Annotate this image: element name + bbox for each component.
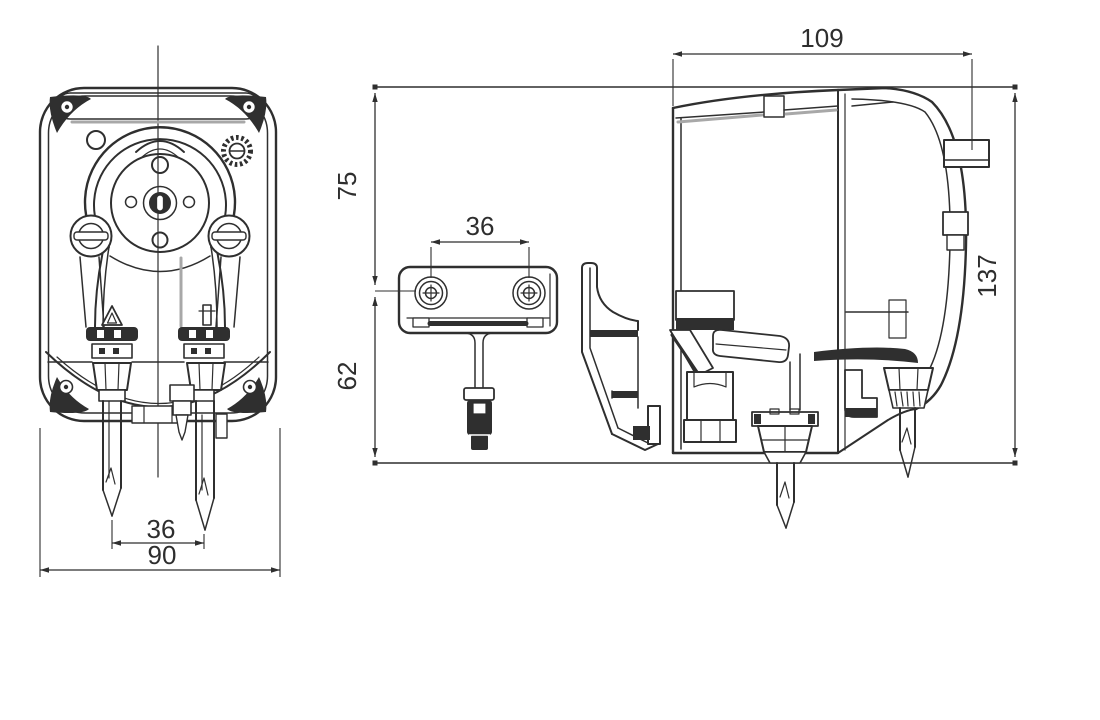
rotor-hub: [142, 185, 178, 221]
fitting-bar-right: [178, 304, 230, 359]
side-hex-nut: [683, 419, 737, 443]
corner-screw-top-left: [49, 95, 91, 133]
corner-screw-bottom-right: [227, 377, 267, 413]
rail-notch-left: [412, 317, 430, 328]
dim-label-front-tube-spacing: 36: [147, 514, 176, 544]
cover-bottom-rim: [814, 347, 918, 363]
bracket-screw-left: [414, 276, 448, 310]
fitting-plate-right: [183, 343, 225, 359]
side-clip: [942, 211, 969, 236]
suction-fitting-stack: [92, 362, 132, 517]
dim-label-overall-height: 137: [972, 254, 1002, 297]
fitting-plate-left: [91, 343, 133, 359]
bracket-screw-right: [512, 276, 546, 310]
top-notch: [763, 95, 785, 118]
corner-screw-bottom-left: [49, 377, 89, 413]
corner-screw-top-right: [225, 95, 267, 133]
back-cover-outline: [836, 86, 968, 411]
side-fitting-cluster: [669, 290, 801, 443]
clamp-lever-side: [711, 328, 790, 364]
injection-valve: [191, 389, 215, 402]
internal-tubes: [79, 256, 241, 328]
adjustment-dial: [221, 135, 253, 167]
mounting-tab: [943, 139, 990, 168]
side-center-fitting: [751, 408, 819, 529]
housing-hole: [86, 130, 106, 150]
dim-overall-height: 137: [972, 93, 1018, 457]
pump-head: [83, 126, 237, 328]
dim-label-top-depth: 109: [800, 23, 843, 53]
bracket-hook-lip: [647, 405, 661, 445]
bracket-cable-connector: [463, 332, 495, 450]
dim-label-bracket-hole-spacing: 36: [466, 211, 495, 241]
bracket-outline: [397, 265, 559, 335]
pump-front-view: 36 90: [38, 45, 281, 577]
side-top-edge: [671, 88, 840, 110]
discharge-fitting-stack: [169, 362, 228, 531]
rail-notch-right: [526, 317, 544, 328]
dim-front-tube-spacing: 36: [111, 514, 205, 549]
fitting-bar-left: [86, 305, 138, 359]
tube-clamp-right: [207, 214, 251, 258]
dim-front-overall-width: 90: [39, 428, 281, 577]
tube-crest-arch: [135, 140, 185, 153]
dim-label-front-overall-width: 90: [148, 540, 177, 570]
dim-top-depth: 109: [672, 23, 973, 150]
dim-label-lower-height: 62: [332, 362, 362, 391]
dim-label-upper-height: 75: [332, 172, 362, 201]
side-connector-block: [686, 371, 734, 421]
bleed-pin: [202, 304, 212, 326]
pump-side-view: 109 137: [669, 23, 1018, 529]
tube-swag: [109, 255, 211, 273]
mounting-bracket-front-view: 36: [397, 211, 559, 450]
mounting-bracket-side-view: [581, 262, 661, 451]
tube-clamp-left: [69, 214, 113, 258]
height-dimensions: 75 62: [332, 84, 1018, 466]
rotor: [110, 153, 210, 253]
side-back-fitting: [844, 367, 934, 478]
flow-triangle-symbol: [101, 305, 123, 326]
dim-bracket-hole-spacing: 36: [430, 211, 530, 278]
